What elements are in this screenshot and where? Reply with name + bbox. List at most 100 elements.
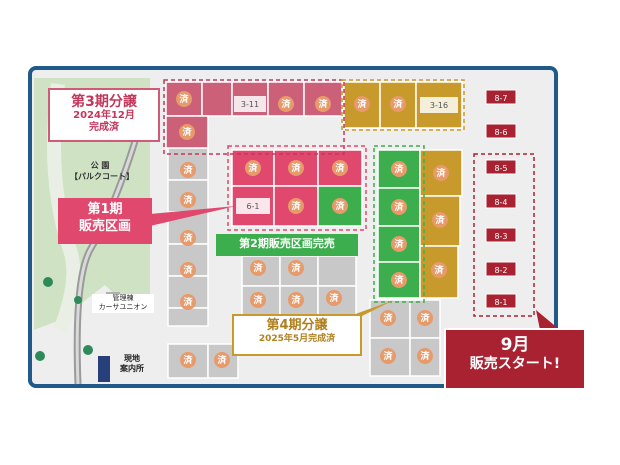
lot-6-1: 6-1 [246,202,259,211]
september-subtitle: 販売スタート! [469,355,561,372]
svg-text:済: 済 [434,264,444,276]
svg-text:済: 済 [179,93,189,105]
park-subtitle: 【パルクコート】 [70,172,134,182]
phase1-outline [227,145,367,231]
sold-mark-icon: 済 [180,230,196,246]
svg-text:済: 済 [291,200,301,212]
phase4-title: 第4期分譲 [266,318,328,333]
svg-text:済: 済 [394,238,404,250]
svg-text:済: 済 [420,312,430,324]
phase1-lots [231,149,363,227]
svg-text:済: 済 [357,98,367,110]
office-building [98,356,110,382]
office-label: 現地 案内所 [112,354,152,375]
svg-text:済: 済 [253,294,263,306]
svg-text:済: 済 [183,264,193,276]
sold-marks: 済 済 済 済 済 済 済 済 済 済 済 済 済 済 済 済 済 済 済 済 … [176,91,449,368]
phase3-callout: 第3期分譲 2024年12月 完成済 [48,88,160,142]
svg-text:済: 済 [183,232,193,244]
lot-8-3: 8-3 [494,232,507,241]
sold-mark-icon: 済 [432,212,448,228]
sold-mark-icon: 済 [245,160,261,176]
park-title: 公 園 [90,161,110,170]
svg-text:済: 済 [335,200,345,212]
office-title: 現地 [124,354,140,363]
lot-8-7: 8-7 [494,94,507,103]
september-pointer [536,310,560,330]
sold-mark-icon: 済 [278,96,294,112]
sold-mark-icon: 済 [431,262,447,278]
phase4-lots-right [419,149,463,299]
phase1-subtitle: 販売区画 [78,218,131,234]
svg-text:済: 済 [329,292,339,304]
lot-3-16: 3-16 [430,101,448,110]
office-subtitle: 案内所 [120,364,144,374]
lot-8-4: 8-4 [494,198,507,207]
sold-mark-icon: 済 [176,91,192,107]
sold-mark-icon: 済 [332,198,348,214]
svg-text:済: 済 [393,98,403,110]
svg-text:済: 済 [291,294,301,306]
svg-text:済: 済 [217,354,227,366]
phase4-outline-top [341,79,465,131]
sold-mark-icon: 済 [180,162,196,178]
sold-mark-icon: 済 [380,310,396,326]
road-curve-inner [75,89,152,385]
svg-text:済: 済 [420,350,430,362]
sold-mark-icon: 済 [180,262,196,278]
svg-text:済: 済 [383,312,393,324]
lot-8-2: 8-2 [494,266,507,275]
svg-text:済: 済 [291,162,301,174]
sold-mark-icon: 済 [391,236,407,252]
phase3-outline [163,79,345,155]
sold-mark-icon: 済 [288,160,304,176]
svg-text:済: 済 [335,162,345,174]
sold-mark-icon: 済 [391,161,407,177]
management-subtitle: カーサユニオン [98,303,148,312]
svg-text:済: 済 [253,262,263,274]
svg-text:済: 済 [281,98,291,110]
sold-mark-icon: 済 [180,352,196,368]
phase4-date: 2025年5月完成済 [258,333,336,344]
sold-mark-icon: 済 [391,199,407,215]
park-label: 公 園 【パルクコート】 [70,160,134,182]
palm-tree-icon [35,277,93,361]
sold-mark-icon: 済 [417,348,433,364]
svg-text:済: 済 [183,354,193,366]
svg-text:済: 済 [436,167,446,179]
sold-mark-icon: 済 [214,352,230,368]
sold-mark-icon: 済 [180,294,196,310]
phase1-title: 第1期 [87,202,123,217]
sold-mark-icon: 済 [180,192,196,208]
sold-mark-icon: 済 [417,310,433,326]
lot-8-5: 8-5 [494,164,507,173]
phase2-outline [373,145,425,303]
sold-mark-icon: 済 [433,165,449,181]
sold-mark-icon: 済 [288,260,304,276]
svg-text:済: 済 [182,126,192,138]
svg-text:済: 済 [183,164,193,176]
phase4-callout: 第4期分譲 2025年5月完成済 [232,314,362,356]
phase8-outline [473,153,535,317]
management-label: 管理棟 カーサユニオン [92,294,154,313]
phase3-status: 完成済 [89,121,119,133]
svg-text:済: 済 [394,201,404,213]
sold-mark-icon: 済 [326,290,342,306]
sold-mark-icon: 済 [288,292,304,308]
september-callout: 9月 販売スタート! [444,328,586,390]
sold-mark-icon: 済 [391,272,407,288]
lot-8-1: 8-1 [494,298,507,307]
sold-mark-icon: 済 [250,260,266,276]
svg-text:済: 済 [318,98,328,110]
svg-text:済: 済 [248,162,258,174]
sold-mark-icon: 済 [250,292,266,308]
phase1-pointer [150,206,236,226]
september-title: 9月 [500,335,530,355]
sold-mark-icon: 済 [354,96,370,112]
phase3-date: 2024年12月 [73,110,135,122]
lot-3-11: 3-11 [241,100,259,109]
svg-text:済: 済 [183,296,193,308]
sold-mark-icon: 済 [179,124,195,140]
phase2-title: 第2期販売区画完売 [239,237,335,250]
lot-3-11-bg [234,96,266,112]
